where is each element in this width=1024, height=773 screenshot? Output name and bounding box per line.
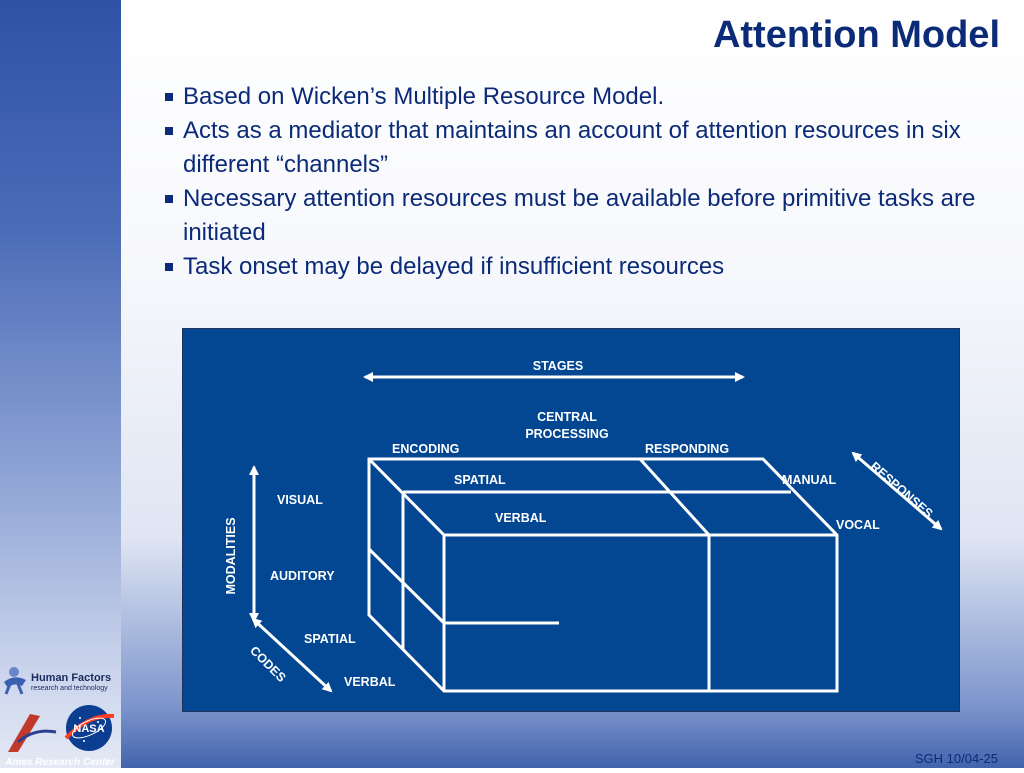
verbal-bottom-label: VERBAL xyxy=(344,675,396,689)
visual-label: VISUAL xyxy=(277,493,323,507)
bullet-square-icon xyxy=(165,195,173,203)
codes-label: CODES xyxy=(247,644,288,685)
central-processing-label-line1: CENTRAL xyxy=(537,410,597,424)
responses-arrow xyxy=(851,451,943,531)
responding-label: RESPONDING xyxy=(645,442,729,456)
auditory-label: AUDITORY xyxy=(270,569,335,583)
nasa-logo-icon xyxy=(64,705,115,751)
modalities-label: MODALITIES xyxy=(224,517,238,594)
ames-research-center-label: Ames Research Center xyxy=(4,757,116,768)
slide-title: Attention Model xyxy=(712,14,1000,56)
logo-area: Human Factors research and technology NA… xyxy=(0,662,121,768)
bullet-text: Necessary attention resources must be av… xyxy=(183,185,976,246)
encoding-label: ENCODING xyxy=(392,442,459,456)
bullet-square-icon xyxy=(165,127,173,135)
bullet-item: Task onset may be delayed if insufficien… xyxy=(165,250,1010,284)
slide-footer: SGH 10/04-25 xyxy=(914,751,998,766)
bullet-item: Acts as a mediator that maintains an acc… xyxy=(165,114,1010,182)
spatial-bottom-label: SPATIAL xyxy=(304,632,356,646)
resource-model-diagram: STAGES CENTRAL PROCESSING ENCODING RESPO… xyxy=(182,328,960,712)
central-processing-label-line2: PROCESSING xyxy=(525,427,608,441)
bullet-text: Task onset may be delayed if insufficien… xyxy=(183,253,725,280)
bullet-square-icon xyxy=(165,263,173,271)
bullet-item: Based on Wicken’s Multiple Resource Mode… xyxy=(165,80,1010,114)
vocal-label: VOCAL xyxy=(836,518,880,532)
ames-swoosh-icon xyxy=(8,714,57,752)
sidebar-band xyxy=(0,0,121,768)
human-factors-title: Human Factors xyxy=(31,672,111,684)
spatial-top-label: SPATIAL xyxy=(454,473,506,487)
manual-label: MANUAL xyxy=(782,473,837,487)
human-factors-logo-icon xyxy=(4,667,26,695)
logos-canvas: Human Factors research and technology NA… xyxy=(4,667,116,768)
bullet-square-icon xyxy=(165,93,173,101)
stages-label: STAGES xyxy=(533,359,583,373)
verbal-top-label: VERBAL xyxy=(495,511,547,525)
human-factors-subtitle: research and technology xyxy=(31,685,108,692)
bullet-text: Based on Wicken’s Multiple Resource Mode… xyxy=(183,83,665,110)
bullet-text: Acts as a mediator that maintains an acc… xyxy=(183,117,961,178)
bullet-list: Based on Wicken’s Multiple Resource Mode… xyxy=(165,80,1010,284)
responses-label: RESPONSES xyxy=(868,459,936,521)
diagram-canvas: STAGES CENTRAL PROCESSING ENCODING RESPO… xyxy=(224,359,943,693)
codes-arrow xyxy=(251,617,333,693)
bullet-item: Necessary attention resources must be av… xyxy=(165,182,1010,250)
nasa-wordmark: NASA xyxy=(73,723,104,735)
resource-cube xyxy=(367,457,839,693)
